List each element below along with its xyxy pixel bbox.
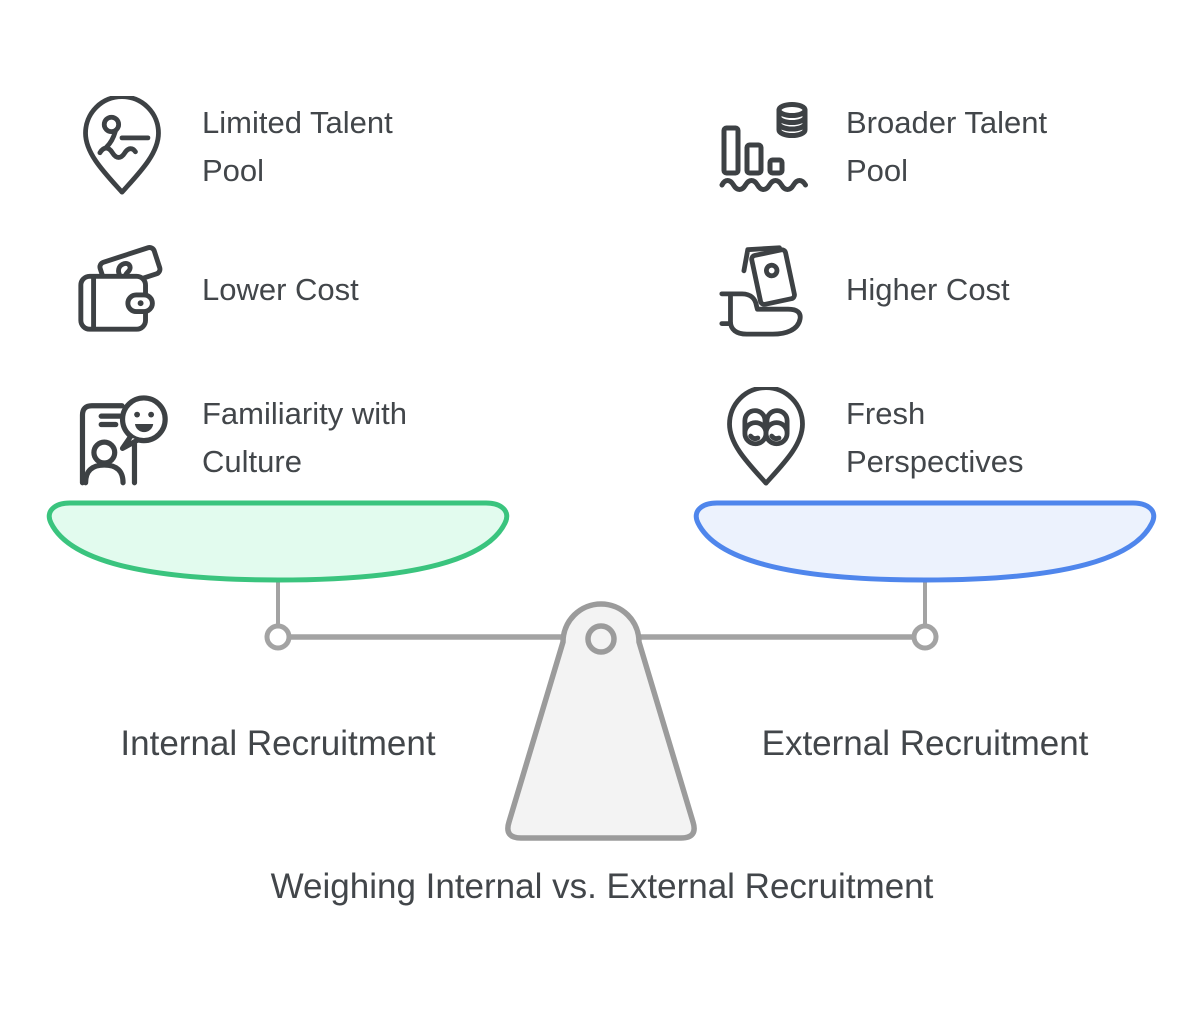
diagram-title: Weighing Internal vs. External Recruitme… bbox=[270, 867, 934, 906]
external-recruitment-label: External Recruitment bbox=[761, 724, 1089, 763]
feature-label: Lower Cost bbox=[202, 272, 359, 307]
icon-box bbox=[70, 386, 174, 490]
external-recruitment-pan bbox=[693, 500, 1157, 583]
bars-coins-pool-icon bbox=[719, 102, 808, 192]
feature-label: Limited Talent Pool bbox=[202, 105, 393, 188]
icon-box bbox=[714, 240, 818, 340]
icon-box bbox=[70, 96, 174, 198]
internal-recruitment-pan bbox=[46, 500, 510, 583]
feature-limited-talent-pool: Limited Talent Pool bbox=[70, 94, 393, 200]
fulcrum-pivot-hole bbox=[585, 623, 617, 655]
feature-label: Fresh Perspectives bbox=[846, 396, 1024, 479]
swimmer-location-pin-icon bbox=[83, 96, 161, 195]
feature-label: Familiarity with Culture bbox=[202, 396, 407, 479]
feature-broader-talent-pool: Broader Talent Pool bbox=[714, 94, 1047, 200]
feature-fresh-perspectives: Fresh Perspectives bbox=[714, 384, 1023, 492]
feature-lower-cost: Lower Cost bbox=[70, 240, 359, 340]
feature-higher-cost: Higher Cost bbox=[714, 240, 1010, 340]
internal-recruitment-label: Internal Recruitment bbox=[120, 724, 436, 763]
hand-holding-money-icon bbox=[719, 245, 803, 337]
feature-familiarity-culture: Familiarity with Culture bbox=[70, 384, 407, 492]
right-beam-joint bbox=[911, 623, 939, 651]
icon-box bbox=[70, 241, 174, 339]
scale-fulcrum bbox=[505, 601, 697, 841]
wallet-banknote-icon bbox=[78, 245, 163, 332]
feature-label: Higher Cost bbox=[846, 272, 1010, 307]
person-smiley-chat-icon bbox=[79, 395, 168, 486]
left-beam-joint bbox=[264, 623, 292, 651]
feature-label: Broader Talent Pool bbox=[846, 105, 1048, 188]
icon-box bbox=[714, 97, 818, 197]
icon-box bbox=[714, 387, 818, 489]
binoculars-location-pin-icon bbox=[727, 387, 805, 486]
